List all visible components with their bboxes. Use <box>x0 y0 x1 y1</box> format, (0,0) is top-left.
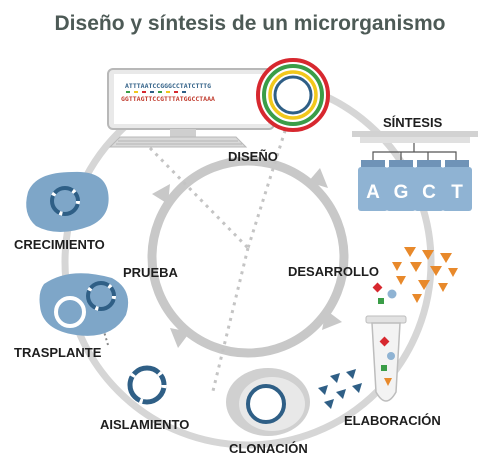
vial-a <box>358 160 388 211</box>
reaction-tube <box>365 315 407 402</box>
dna-color-ticks <box>126 91 186 93</box>
inner-cycle-ring <box>147 156 349 358</box>
dna-sequence-line-2: GGTTAGTTCCGTTTATGGCCTAAA <box>121 95 215 103</box>
label-design: DISEÑO <box>228 149 278 164</box>
development-pieces <box>372 282 397 304</box>
label-cloning: CLONACIÓN <box>229 441 308 456</box>
inner-arrow-development <box>322 310 342 330</box>
dna-fragments-orange <box>392 247 458 303</box>
computer-icon <box>107 68 275 148</box>
synthesis-vials <box>352 131 478 211</box>
vial-t <box>442 160 472 211</box>
label-isolation: AISLAMIENTO <box>100 417 189 432</box>
base-a-label: A <box>366 182 380 203</box>
vial-g <box>386 160 416 211</box>
cloning-dish <box>226 368 310 436</box>
diagram-title: Diseño y síntesis de un microrganismo <box>55 12 446 35</box>
base-t-label: T <box>451 182 463 203</box>
base-c-label: C <box>422 182 436 203</box>
vial-c <box>414 160 444 211</box>
base-g-label: G <box>394 182 409 203</box>
dna-fragments-blue <box>318 369 362 409</box>
label-transplant: TRASPLANTE <box>14 345 102 360</box>
label-test: PRUEBA <box>123 265 179 280</box>
growth-cell <box>26 171 109 232</box>
label-elaboration: ELABORACIÓN <box>344 413 441 428</box>
label-development: DESARROLLO <box>288 264 379 279</box>
dotted-connectors <box>148 114 292 396</box>
label-synthesis: SÍNTESIS <box>383 115 443 130</box>
dna-sequence-line-1: ATTTAATCCGGGCCTATCTTTG <box>125 82 211 90</box>
label-growth: CRECIMIENTO <box>14 237 105 252</box>
isolated-plasmid <box>127 365 167 405</box>
transplant-cell <box>39 273 129 336</box>
plasmid-design-rings <box>256 58 330 132</box>
inner-arrow-design <box>308 168 328 188</box>
inner-arrow-cloning <box>170 328 190 348</box>
inner-arrow-test <box>152 184 170 204</box>
